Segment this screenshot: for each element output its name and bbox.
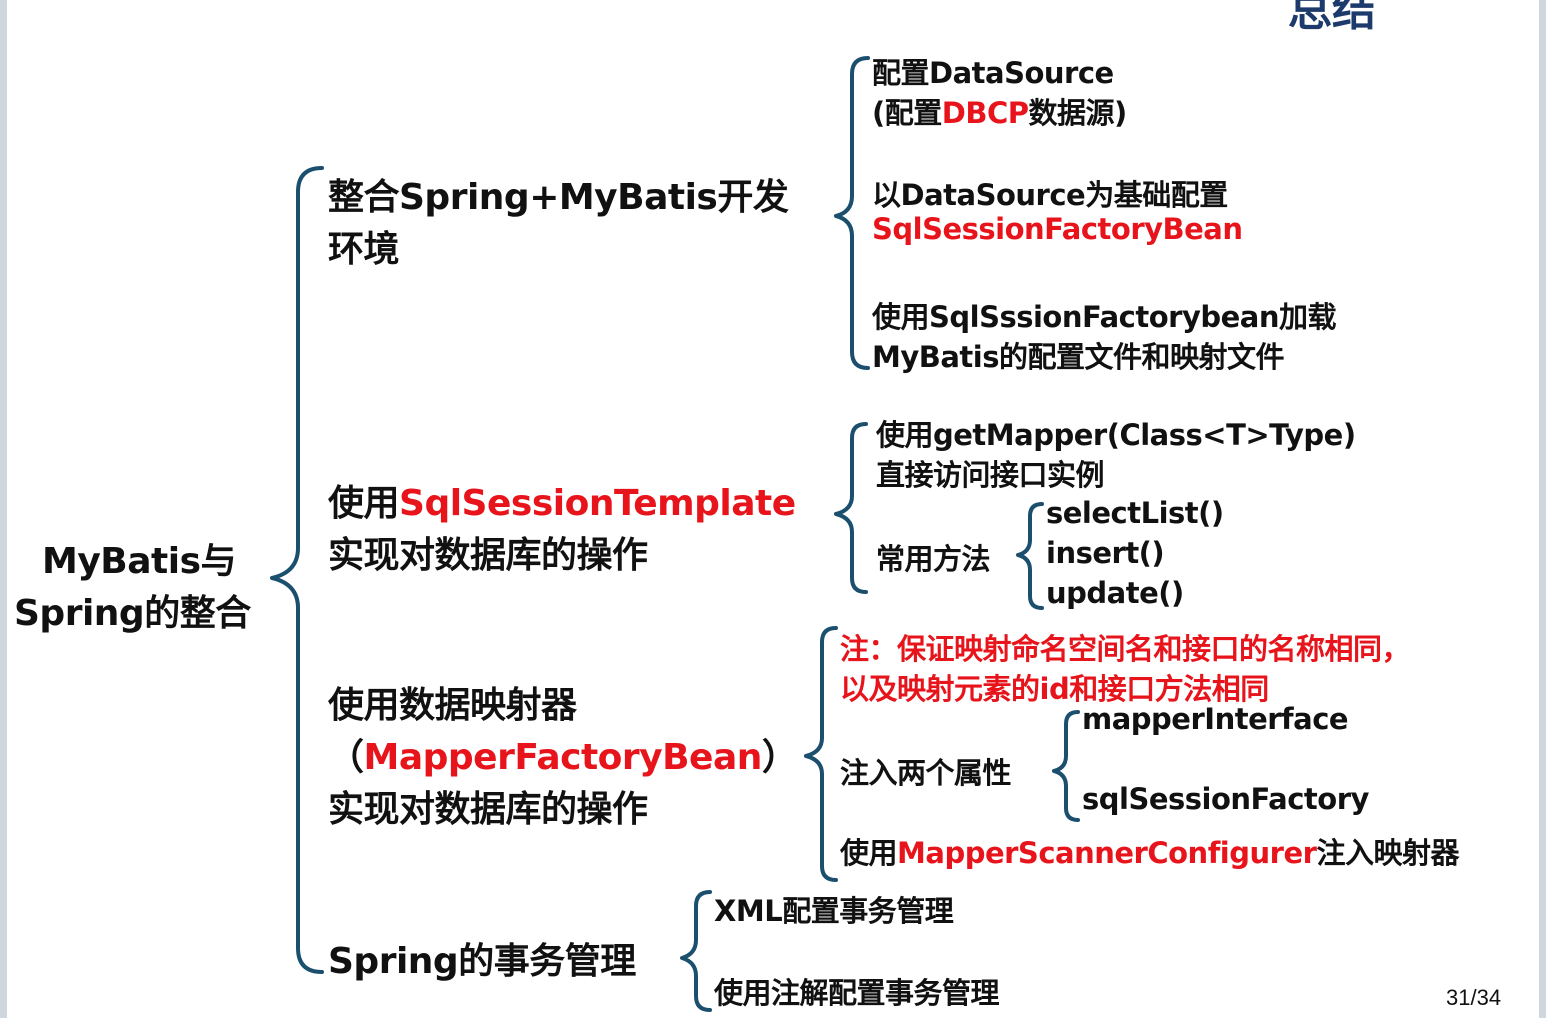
b4-child1: XML配置事务管理 xyxy=(714,894,954,928)
method-item: insert() xyxy=(1046,536,1165,570)
b3-note-line1: 注：保证映射命名空间名和接口的名称相同， xyxy=(840,632,1411,666)
branch4-line1: Spring的事务管理 xyxy=(328,941,636,982)
b1-child1-line2: (配置DBCP数据源) xyxy=(872,96,1127,130)
b1-child2-line2: SqlSessionFactoryBean xyxy=(872,212,1243,246)
branch4-bracket xyxy=(680,890,712,1012)
b3-scanner-line: 使用MapperScannerConfigurer注入映射器 xyxy=(840,836,1459,870)
branch3-line3: 实现对数据库的操作 xyxy=(328,789,648,830)
b2-child1-line1: 使用getMapper(Class<T>Type) xyxy=(876,418,1356,452)
branch2-bracket xyxy=(834,422,868,594)
b4-child2: 使用注解配置事务管理 xyxy=(714,976,1000,1010)
method-item: selectList() xyxy=(1046,496,1224,530)
branch2-line2: 实现对数据库的操作 xyxy=(328,535,648,576)
property-item: sqlSessionFactory xyxy=(1082,782,1369,816)
slide-right-border xyxy=(1539,0,1546,1018)
root-bracket xyxy=(270,166,324,974)
b1-child3-line2: MyBatis的配置文件和映射文件 xyxy=(872,340,1285,374)
root-line1: MyBatis与 xyxy=(42,541,237,582)
properties-bracket xyxy=(1052,710,1080,822)
b2-child1-line2: 直接访问接口实例 xyxy=(876,458,1105,492)
branch1-bracket xyxy=(834,56,870,370)
page-number: 31/34 xyxy=(1446,985,1502,1010)
b2-methods-label: 常用方法 xyxy=(876,542,991,576)
b1-child3-line1: 使用SqlSssionFactorybean加载 xyxy=(872,300,1337,334)
b1-child2-line1: 以DataSource为基础配置 xyxy=(872,178,1228,212)
slide-left-border xyxy=(0,0,7,1018)
branch2-line1: 使用SqlSessionTemplate xyxy=(328,483,796,524)
branch3-line2: （MapperFactoryBean） xyxy=(328,737,798,778)
slide-title: 总结 xyxy=(1288,0,1376,36)
property-item: mapperInterface xyxy=(1082,702,1349,736)
b3-note-line2: 以及映射元素的id和接口方法相同 xyxy=(840,672,1269,706)
b1-child1-line1: 配置DataSource xyxy=(872,56,1114,90)
root-line2: Spring的整合 xyxy=(14,593,251,634)
branch1-line1: 整合Spring+MyBatis开发 xyxy=(328,177,789,218)
branch3-bracket xyxy=(804,626,838,882)
branch3-line1: 使用数据映射器 xyxy=(328,685,577,726)
methods-bracket xyxy=(1016,502,1044,610)
method-item: update() xyxy=(1046,576,1184,610)
branch1-line2: 环境 xyxy=(328,229,400,270)
b3-properties-label: 注入两个属性 xyxy=(840,756,1012,790)
